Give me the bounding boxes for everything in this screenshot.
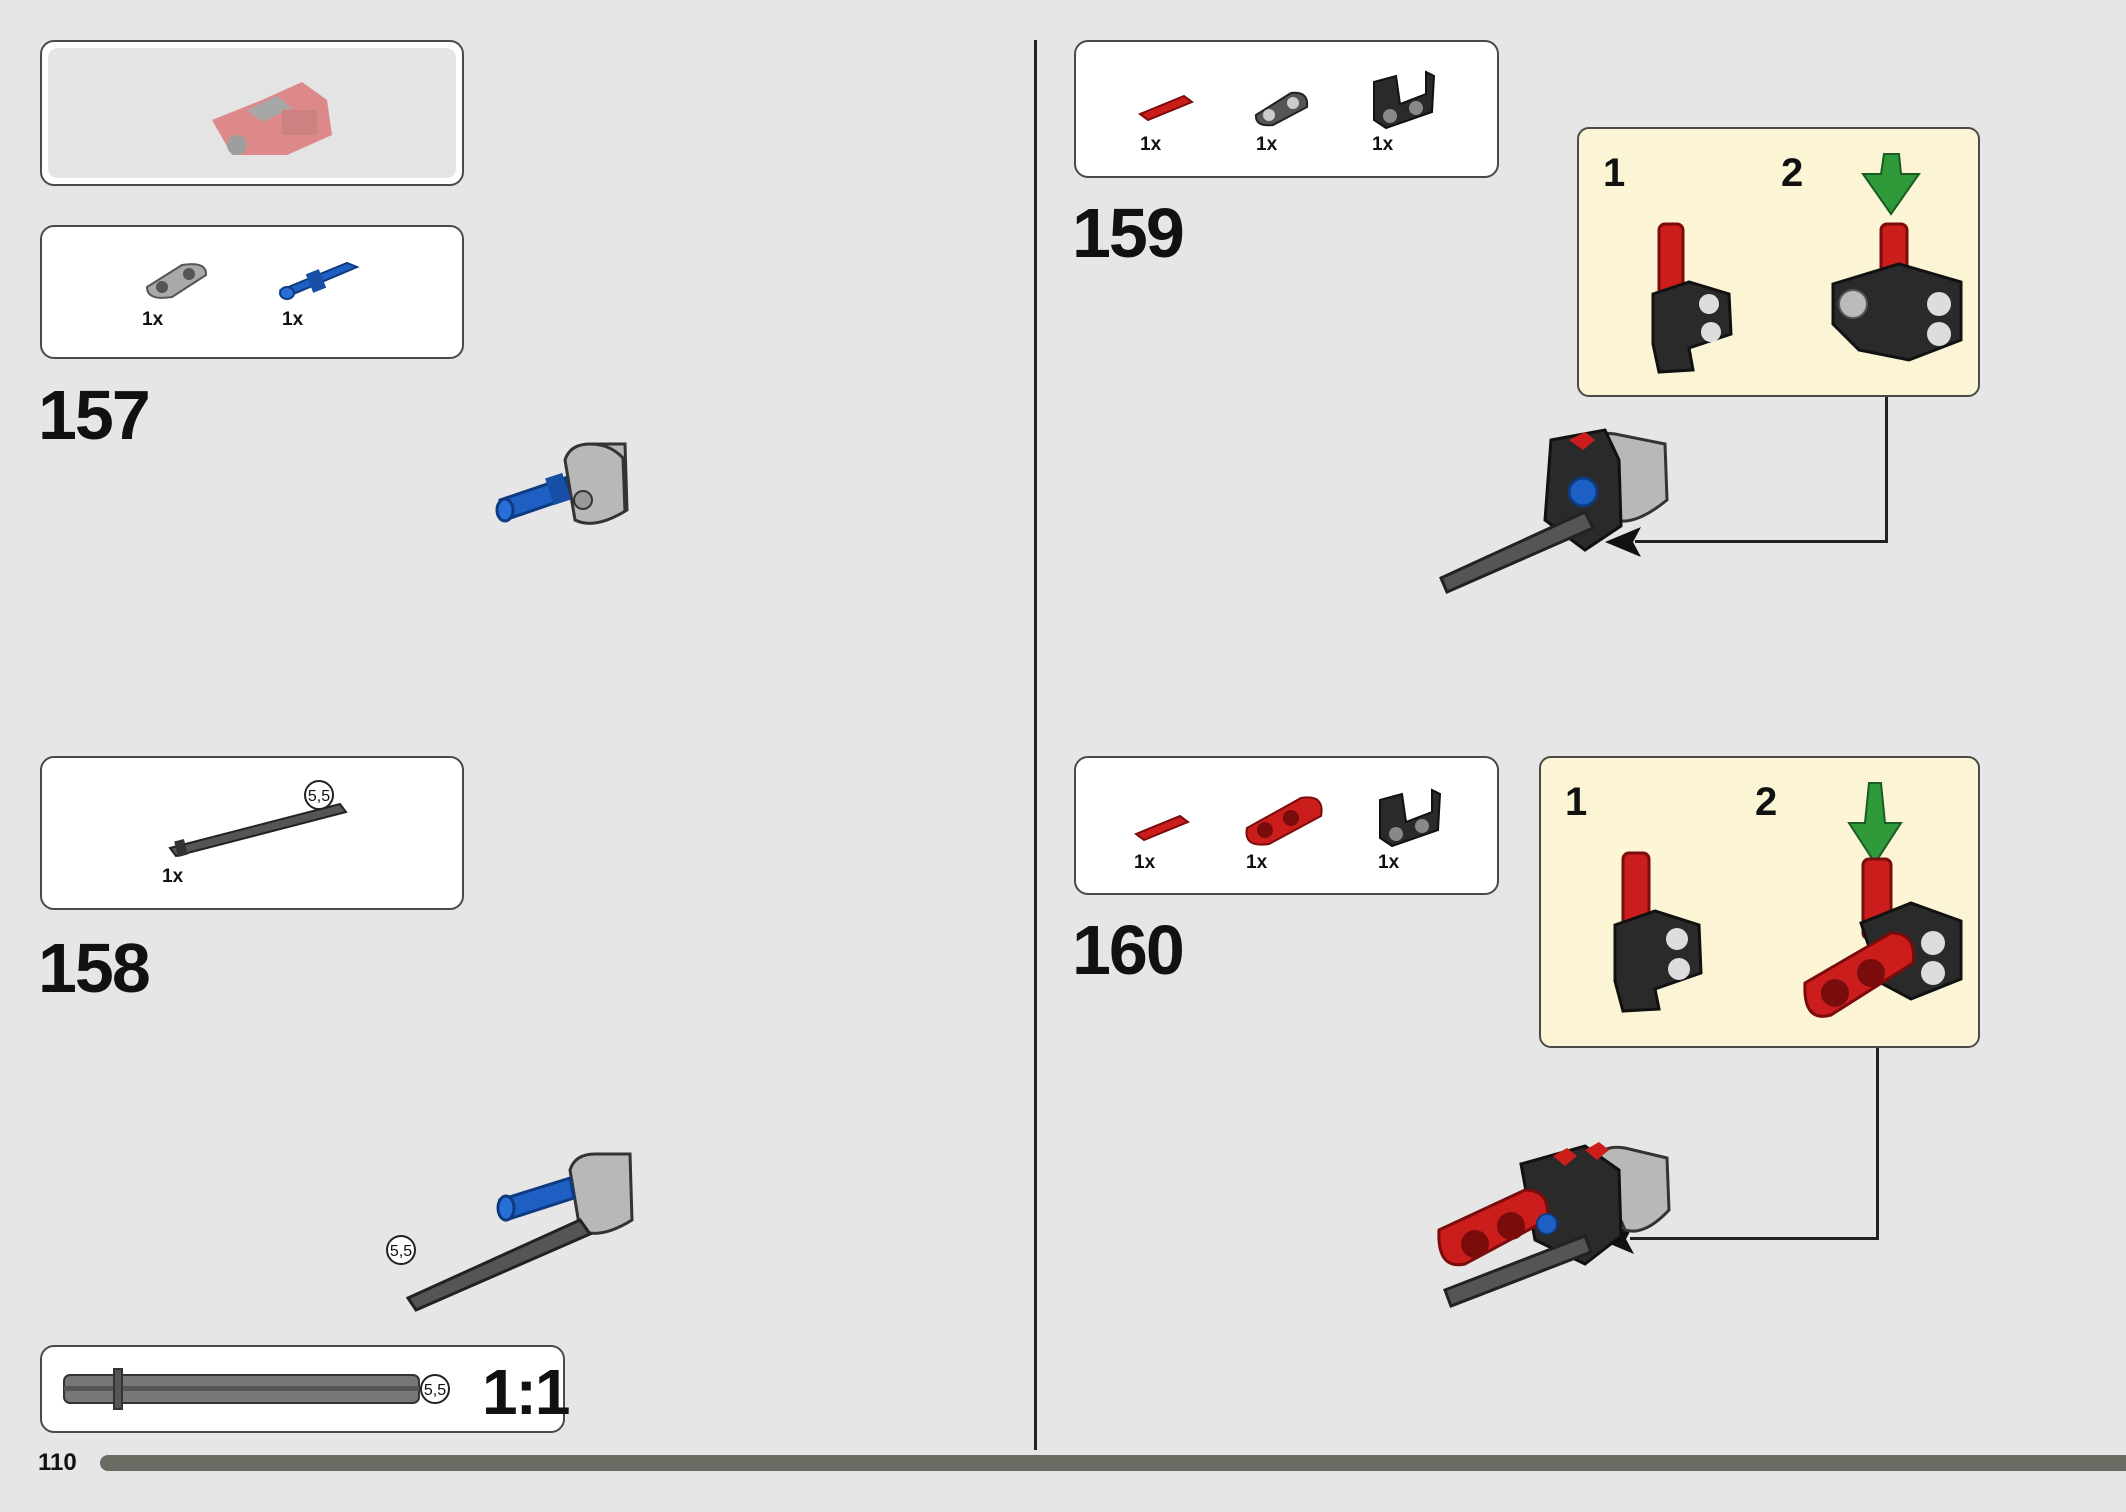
preview-model-icon — [212, 82, 332, 155]
substep-1-illustration — [1651, 222, 1733, 374]
page-divider — [1034, 40, 1037, 1450]
red-beam-icon — [1245, 796, 1323, 846]
callout-arrow-line — [1876, 1048, 1879, 1240]
step-number: 160 — [1072, 911, 1185, 989]
callout-arrow-line — [1885, 397, 1888, 542]
red-axle-icon — [1137, 94, 1195, 122]
step-number: 158 — [38, 929, 151, 1007]
substep-number: 1 — [1565, 780, 1588, 824]
blue-axle-pin-icon — [278, 261, 360, 300]
axle-length-callout: 5,5 — [386, 1235, 416, 1265]
step-157-assembly-icon — [495, 442, 629, 525]
step-159-parts-box: 1x 1x 1x — [1074, 40, 1499, 178]
dark-grey-connector-icon — [1254, 91, 1309, 127]
scale-length-badge: 5,5 — [420, 1374, 450, 1404]
step-158-assembly-icon — [405, 1152, 634, 1312]
black-bracket-icon — [1373, 70, 1436, 130]
dark-grey-axle-icon — [168, 802, 348, 858]
substep-number: 2 — [1755, 780, 1778, 824]
grey-beam-connector-icon — [145, 263, 208, 299]
step-159-assembly-icon — [1439, 428, 1669, 594]
step-160-subassembly-callout: 1 2 — [1539, 756, 1980, 1048]
part-qty: 1x — [1246, 852, 1268, 873]
step-160-assembly-icon — [1437, 1142, 1671, 1308]
step-160-parts-box: 1x 1x 1x — [1074, 756, 1499, 895]
axle-scale-icon — [63, 1368, 420, 1410]
callout-arrow-line — [1630, 1237, 1879, 1240]
progress-bar — [100, 1455, 2126, 1471]
step-158-parts-box: 5,5 1x — [40, 756, 464, 910]
preview-box — [40, 40, 464, 186]
part-qty: 1x — [1140, 134, 1162, 155]
scale-ratio: 1:1 — [482, 1356, 570, 1428]
substep-number: 1 — [1603, 151, 1626, 195]
step-number: 157 — [38, 376, 151, 454]
scale-box: 5,5 1:1 — [40, 1345, 570, 1433]
red-axle-icon — [1133, 814, 1191, 842]
substep-2-illustration — [1803, 782, 1963, 1018]
part-qty: 1x — [1378, 852, 1400, 873]
part-qty: 1x — [142, 309, 164, 330]
step-159-subassembly-callout: 1 2 — [1577, 127, 1980, 397]
step-157-parts-box: 1x 1x — [40, 225, 464, 359]
arrow-head-icon — [1605, 527, 1641, 557]
part-qty: 1x — [1372, 134, 1394, 155]
callout-arrow-line — [1635, 540, 1888, 543]
substep-number: 2 — [1781, 151, 1804, 195]
page-number: 110 — [38, 1449, 77, 1476]
part-qty: 1x — [282, 309, 304, 330]
substep-2-illustration — [1831, 153, 1963, 362]
part-qty: 1x — [1134, 852, 1156, 873]
part-qty: 1x — [1256, 134, 1278, 155]
substep-1-illustration — [1613, 851, 1703, 1013]
black-bracket-icon — [1379, 788, 1442, 848]
step-number: 159 — [1072, 194, 1185, 272]
axle-length-badge: 5,5 — [304, 780, 334, 810]
part-qty: 1x — [162, 866, 184, 887]
